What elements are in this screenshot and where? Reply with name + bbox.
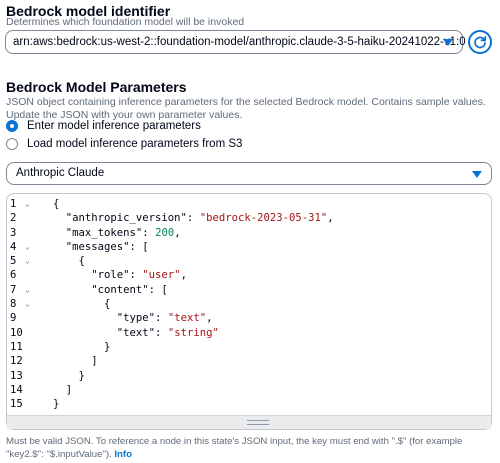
caret-down-icon [443,39,453,46]
line-number: 15 [10,398,23,411]
editor-help-text: Must be valid JSON. To reference a node … [6,436,496,461]
caret-down-icon [472,171,482,178]
line-number: 8⌄ [10,298,30,311]
radio-enter-parameters[interactable]: Enter model inference parameters [6,119,201,133]
code-line: "type": "text", [53,312,213,325]
line-number: 3 [10,226,17,239]
code-line: { [53,198,60,210]
info-link[interactable]: Info [114,448,132,460]
code-line: "content": [ [53,283,168,296]
line-number: 4⌄ [10,240,30,253]
model-family-select[interactable]: Anthropic Claude [6,162,492,185]
model-identifier-description: Determines which foundation model will b… [6,16,245,28]
code-line: { [53,298,111,311]
code-line: } [53,369,85,382]
refresh-icon [474,35,487,49]
line-number: 9 [10,312,17,325]
editor-code[interactable]: { "anthropic_version": "bedrock-2023-05-… [53,197,334,411]
radio-checked-icon [6,120,18,132]
model-identifier-select[interactable]: arn:aws:bedrock:us-west-2::foundation-mo… [5,30,466,54]
radio-label: Load model inference parameters from S3 [27,138,243,150]
code-line: { [53,255,85,268]
code-line: "role": "user", [53,269,187,282]
code-line: "max_tokens": 200, [53,226,181,239]
line-number: 10 [10,326,23,339]
line-number: 1⌄ [10,198,30,210]
line-number: 11 [10,340,23,353]
drag-grip-icon [247,420,269,425]
model-identifier-title: Bedrock model identifier [6,3,171,19]
fold-chevron-icon[interactable]: ⌄ [25,241,30,251]
line-number: 6 [10,269,17,282]
radio-load-from-s3[interactable]: Load model inference parameters from S3 [6,137,242,151]
refresh-button[interactable] [468,30,492,54]
code-line: "messages": [ [53,240,149,253]
model-parameters-description: JSON object containing inference paramet… [6,96,486,121]
fold-chevron-icon[interactable]: ⌄ [25,256,30,266]
line-number: 14 [10,383,23,396]
model-parameters-title: Bedrock Model Parameters [6,79,187,95]
fold-chevron-icon[interactable]: ⌄ [25,199,30,208]
line-number: 7⌄ [10,283,30,296]
line-number: 13 [10,369,23,382]
code-line: } [53,340,111,353]
code-line: ] [53,355,98,368]
radio-unchecked-icon [6,138,18,150]
fold-chevron-icon[interactable]: ⌄ [25,284,30,294]
code-line: } [53,398,60,411]
model-identifier-value: arn:aws:bedrock:us-west-2::foundation-mo… [13,36,466,48]
line-number: 2 [10,212,17,225]
help-text: Must be valid JSON. To reference a node … [6,436,463,460]
line-number: 5⌄ [10,255,30,268]
fold-chevron-icon[interactable]: ⌄ [25,299,30,309]
code-line: "text": "string" [53,326,219,339]
editor-gutter: 1⌄ 2 3 4⌄ 5⌄ 6 7⌄ 8⌄ 9 10 11 12 13 14 15 [7,197,47,419]
code-line: "anthropic_version": "bedrock-2023-05-31… [53,212,334,225]
radio-label: Enter model inference parameters [27,120,201,132]
json-editor[interactable]: 1⌄ 2 3 4⌄ 5⌄ 6 7⌄ 8⌄ 9 10 11 12 13 14 15… [6,193,492,430]
code-line: ] [53,383,73,396]
editor-resize-handle[interactable] [7,415,491,429]
line-number: 12 [10,355,23,368]
model-family-value: Anthropic Claude [16,167,105,179]
